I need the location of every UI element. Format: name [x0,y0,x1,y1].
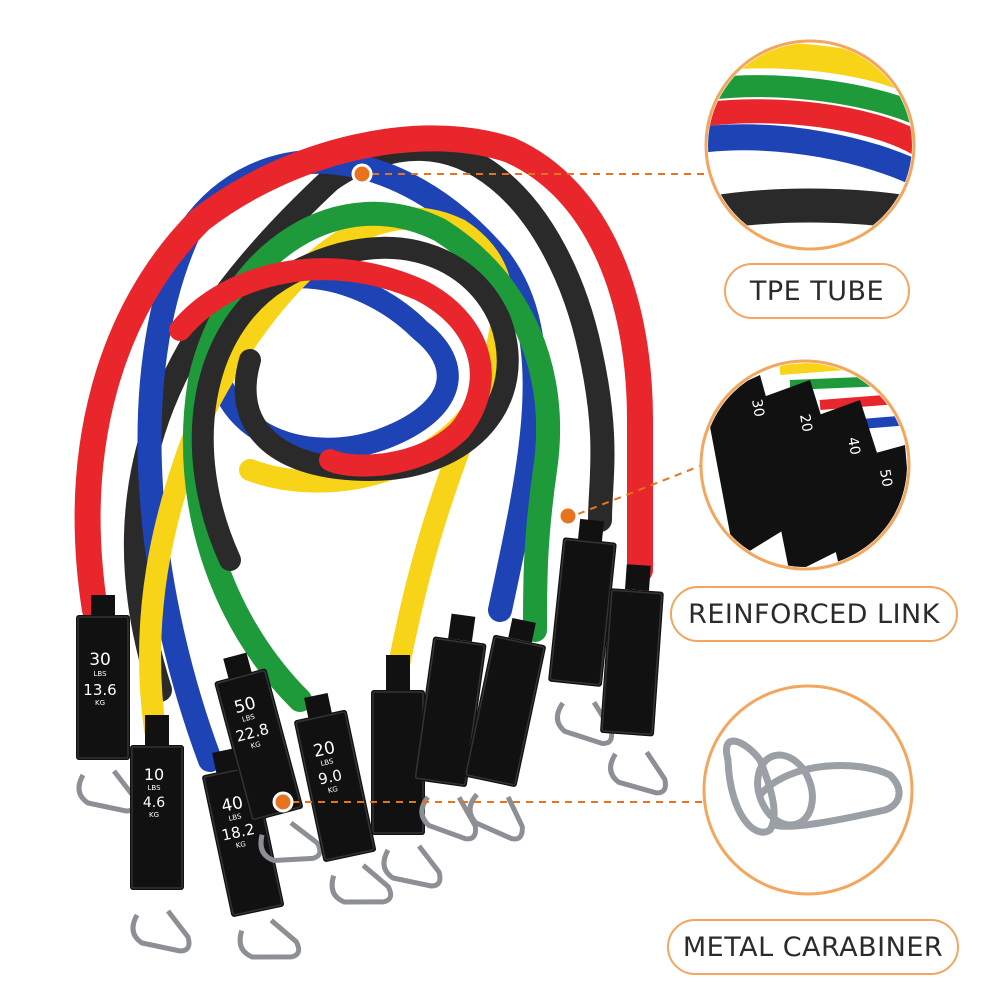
svg-text:40: 40 [844,436,863,456]
svg-text:20: 20 [312,738,337,762]
handle-red-right [599,564,681,793]
svg-text:9.0: 9.0 [317,766,344,789]
zoom-carabiner [702,684,914,896]
svg-text:40: 40 [220,793,245,817]
handle-kg: 13.6 [83,681,116,699]
handle-blue: 40 LBS 18.2 KG [200,747,300,968]
metal-carabiner-label: METAL CARABINER [667,919,959,975]
svg-text:LBS: LBS [228,812,243,823]
svg-text:LBS: LBS [241,713,256,724]
svg-text:20: 20 [796,413,815,433]
svg-text:LBS: LBS [320,757,335,768]
svg-text:4.6: 4.6 [143,795,165,811]
red-band [74,125,654,623]
handles: 30 LBS 13.6 KG 10 LBS 4.6 KG 40 LBS 18.2… [75,518,681,968]
zoom-link: 30 20 40 50 [699,359,911,571]
handle-yellow: 10 LBS 4.6 KG [129,715,189,951]
svg-text:30: 30 [748,398,767,418]
handle-lbs: 30 [89,650,111,670]
svg-text:LBS: LBS [147,784,161,792]
handle-black: 50 LBS 22.8 KG [213,652,322,871]
svg-text:KG: KG [95,699,105,707]
svg-text:10: 10 [144,765,164,784]
svg-text:50: 50 [876,468,895,488]
svg-text:LBS: LBS [93,670,107,678]
handle-blue-right [412,613,488,839]
tpe-tube-label: TPE TUBE [724,263,910,319]
callout-dots [272,163,579,813]
zoom-tube [704,39,916,251]
bands [74,125,654,772]
svg-text:KG: KG [235,840,246,850]
handle-green-right [462,617,548,841]
svg-text:KG: KG [327,785,338,795]
callout-lines [292,173,706,803]
reinforced-link-label: REINFORCED LINK [670,586,958,642]
handle-green: 20 LBS 9.0 KG [292,692,392,913]
handle-red: 30 LBS 13.6 KG [75,595,135,811]
handle-black-right [547,518,618,744]
green-band [182,201,560,712]
svg-text:KG: KG [250,740,262,750]
svg-text:KG: KG [149,811,159,819]
handle-yellow-right [370,655,440,886]
